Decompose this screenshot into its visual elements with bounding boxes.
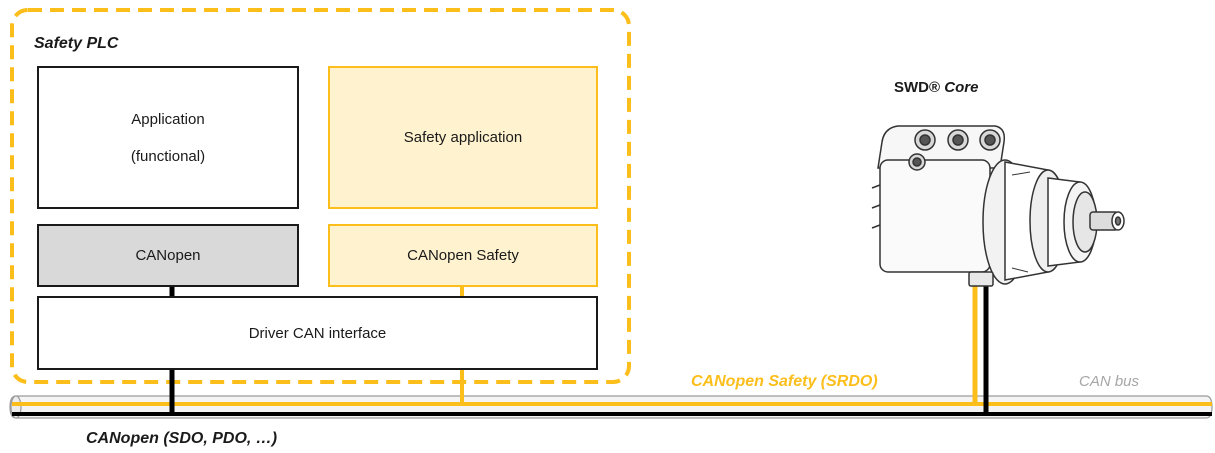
canopen-block: CANopen	[37, 224, 299, 287]
swd-model: Core	[944, 79, 979, 96]
canopen-safety-block: CANopen Safety	[328, 224, 598, 287]
driver-can-interface-label: Driver CAN interface	[248, 324, 387, 342]
srdo-label: CANopen Safety (SRDO)	[691, 373, 878, 390]
canopen-safety-label: CANopen Safety	[407, 247, 519, 264]
application-block: Application (functional)	[37, 66, 299, 209]
application-sublabel: (functional)	[130, 147, 206, 165]
canopen-bus-label: CANopen (SDO, PDO, …)	[86, 430, 278, 447]
safety-application-label: Safety application	[403, 129, 523, 146]
driver-can-interface-block: Driver CAN interface	[37, 296, 598, 370]
canopen-label: CANopen	[135, 247, 201, 264]
application-label: Application	[131, 110, 205, 128]
swd-brand: SWD®	[894, 79, 941, 96]
safety-application-block: Safety application	[328, 66, 598, 209]
safety-plc-frame	[10, 8, 631, 384]
swd-core-drive-image	[871, 125, 1125, 287]
swd-core-title: SWD® Core	[894, 79, 978, 96]
can-bus-label: CAN bus	[1079, 373, 1140, 390]
safety-plc-title: Safety PLC	[34, 35, 119, 52]
